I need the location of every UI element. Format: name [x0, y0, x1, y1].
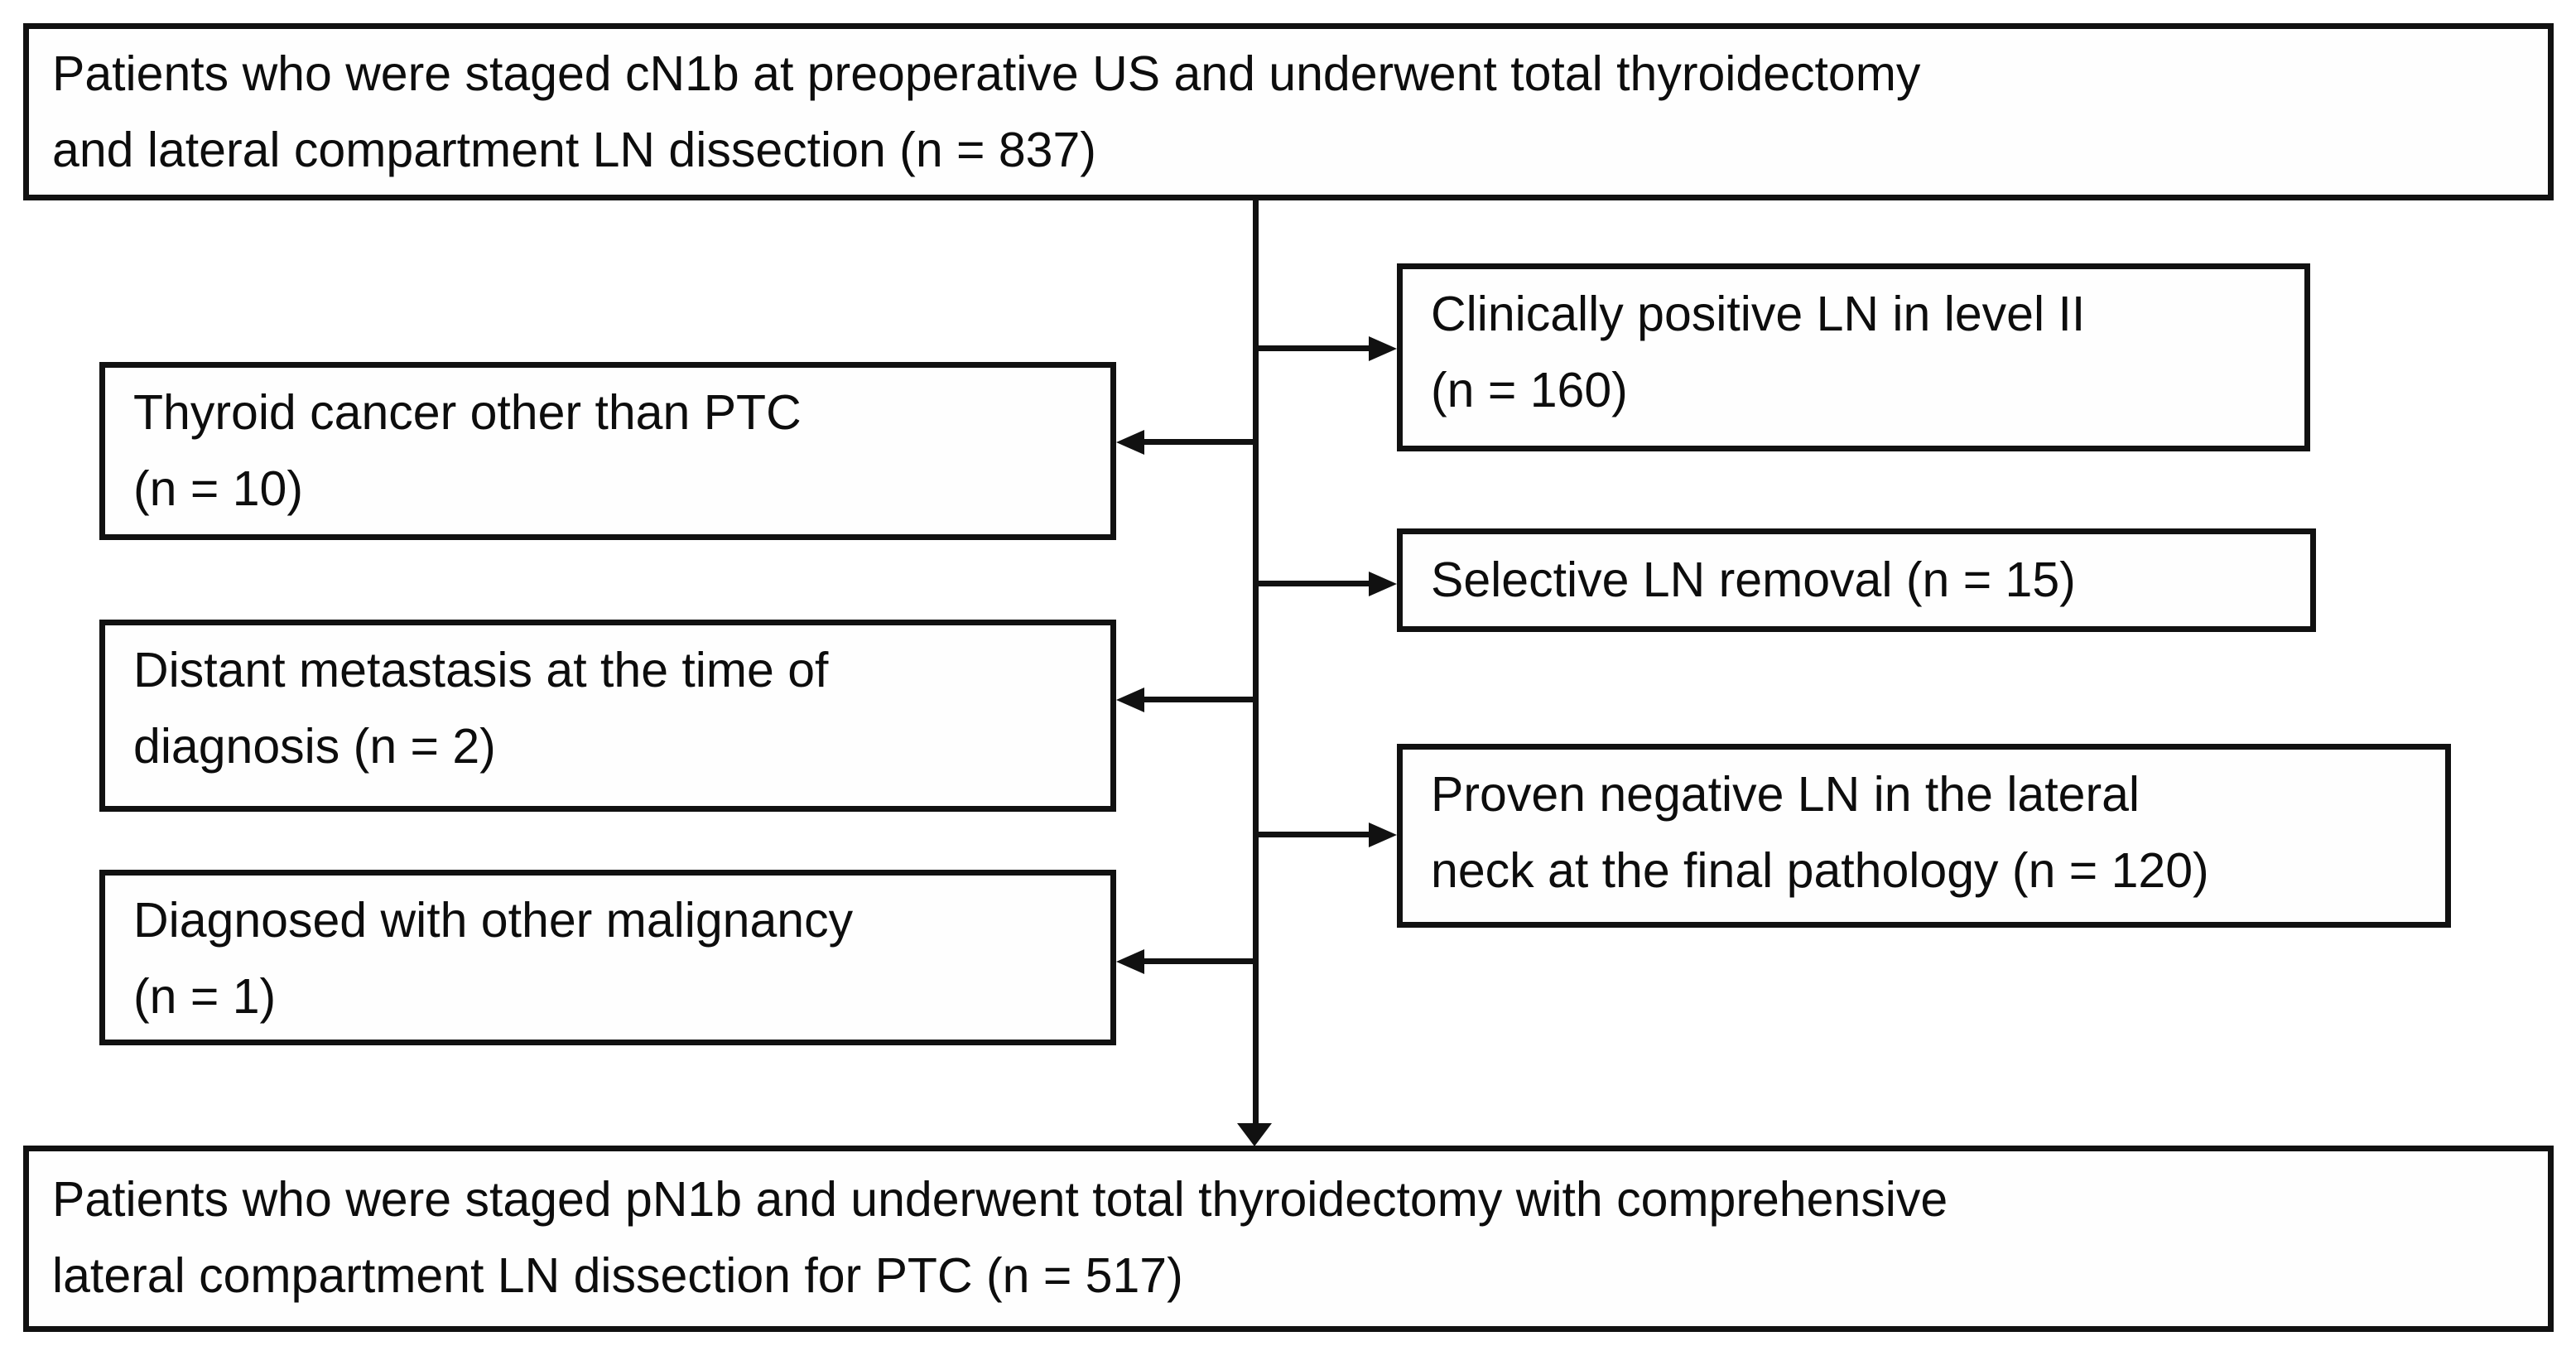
arrow-line-to-other-malignancy [1141, 958, 1257, 964]
arrowhead-right-icon [1369, 823, 1397, 847]
start-box-line1: Patients who were staged cN1b at preoper… [52, 46, 1921, 101]
exclusion-box-other-malignancy: Diagnosed with other malignancy (n = 1) [99, 870, 1116, 1045]
distant-metastasis-line1: Distant metastasis at the time of [133, 643, 829, 697]
exclusion-box-selective-ln-removal: Selective LN removal (n = 15) [1397, 528, 2316, 632]
arrow-line-to-thyroid-cancer-other [1141, 439, 1257, 445]
end-box-line2: lateral compartment LN dissection for PT… [52, 1248, 1183, 1303]
end-box-line1: Patients who were staged pN1b and underw… [52, 1172, 1948, 1227]
exclusion-box-thyroid-cancer-other-than-ptc: Thyroid cancer other than PTC (n = 10) [99, 362, 1116, 540]
arrowhead-left-icon [1116, 687, 1144, 712]
other-malignancy-line2: (n = 1) [133, 969, 277, 1024]
proven-negative-line2: neck at the final pathology (n = 120) [1431, 843, 2209, 898]
arrowhead-left-icon [1116, 949, 1144, 974]
end-box: Patients who were staged pN1b and underw… [23, 1146, 2554, 1332]
thyroid-cancer-line1: Thyroid cancer other than PTC [133, 385, 802, 440]
exclusion-box-proven-negative-ln: Proven negative LN in the lateral neck a… [1397, 744, 2451, 928]
arrow-line-to-proven-negative-ln [1255, 832, 1371, 837]
other-malignancy-line1: Diagnosed with other malignancy [133, 893, 854, 948]
arrowhead-right-icon [1369, 336, 1397, 361]
start-box: Patients who were staged cN1b at preoper… [23, 23, 2554, 200]
distant-metastasis-line2: diagnosis (n = 2) [133, 719, 496, 774]
start-box-line2: and lateral compartment LN dissection (n… [52, 123, 1096, 177]
arrowhead-right-icon [1369, 572, 1397, 596]
arrowhead-left-icon [1116, 430, 1144, 455]
arrow-line-to-selective-ln-removal [1255, 581, 1371, 586]
thyroid-cancer-line2: (n = 10) [133, 461, 303, 516]
main-flow-line [1253, 199, 1259, 1124]
arrow-line-to-distant-metastasis [1141, 697, 1257, 702]
clinically-positive-line2: (n = 160) [1431, 363, 1628, 417]
selective-ln-removal-line1: Selective LN removal (n = 15) [1431, 552, 2076, 607]
arrow-line-to-clinically-positive [1255, 345, 1371, 351]
exclusion-box-distant-metastasis: Distant metastasis at the time of diagno… [99, 620, 1116, 812]
proven-negative-line1: Proven negative LN in the lateral [1431, 767, 2140, 822]
exclusion-box-clinically-positive-ln: Clinically positive LN in level II (n = … [1397, 263, 2310, 451]
arrowhead-down-icon [1237, 1123, 1272, 1146]
clinically-positive-line1: Clinically positive LN in level II [1431, 287, 2086, 341]
